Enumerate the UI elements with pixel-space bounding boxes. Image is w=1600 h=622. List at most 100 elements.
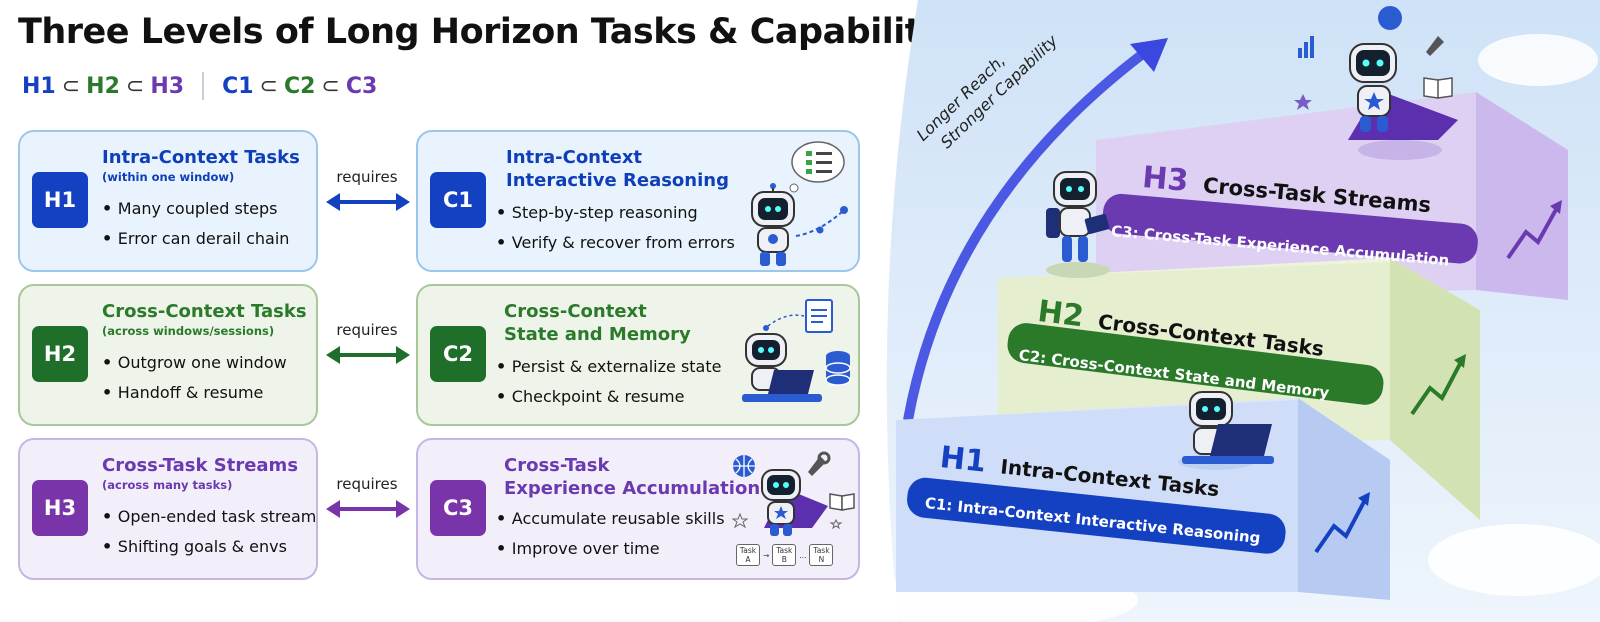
robot-thinking-icon: [751, 141, 848, 266]
legend-c3: C3: [345, 73, 378, 99]
task-chip-label: Task: [776, 546, 793, 555]
legend-h3: H3: [150, 73, 185, 99]
cap-title-c1-line2: Interactive Reasoning: [506, 170, 729, 191]
task-chip-letter: N: [818, 555, 825, 564]
task-subtitle-h2: (across windows/sessions): [102, 324, 275, 338]
relation-label: requires: [336, 168, 398, 186]
hierarchy-legend: H1 ⊂ H2 ⊂ H3 C1 ⊂ C2 ⊂ C3: [22, 72, 377, 100]
task-bullets-h1: Many coupled steps Error can derail chai…: [102, 194, 290, 254]
robot-top-icon: [1294, 6, 1458, 160]
arrow-head-icon: [1130, 38, 1168, 72]
arrow-right-icon: →: [763, 550, 770, 560]
robot-cape-icon: [731, 451, 855, 536]
trend-arrow-icon: [1410, 359, 1464, 416]
robot-laptop-icon: [742, 299, 851, 402]
staircase-illustration: [878, 0, 1600, 622]
relation-label: requires: [336, 475, 398, 493]
badge-h3: H3: [32, 480, 88, 536]
capability-card-c3: C3 Cross-Task Experience Accumulation Ac…: [416, 438, 860, 580]
pill-bg: [1007, 323, 1384, 405]
legend-divider: [202, 72, 205, 100]
task-subtitle-h1: (within one window): [102, 170, 235, 184]
task-card-h2: H2 Cross-Context Tasks (across windows/s…: [18, 284, 318, 426]
cap-bullets-c1: Step-by-step reasoning Verify & recover …: [496, 198, 735, 258]
task-bullets-h2: Outgrow one window Handoff & resume: [102, 348, 287, 408]
bullet: Step-by-step reasoning: [496, 198, 735, 228]
cap-bullets-c3: Accumulate reusable skills Improve over …: [496, 504, 725, 564]
trend-arrow-icon: [1314, 497, 1368, 554]
trend-arrow-head-icon: [1550, 200, 1562, 214]
task-title-h2: Cross-Context Tasks: [102, 301, 307, 322]
legend-c1: C1: [222, 73, 254, 99]
relation-label: requires: [336, 321, 398, 339]
task-chip-label: Task: [739, 546, 757, 555]
badge-h1: H1: [32, 172, 88, 228]
task-bullets-h3: Open-ended task stream Shifting goals & …: [102, 502, 317, 562]
double-arrow-icon: [326, 500, 410, 518]
step-side-h1: [1298, 398, 1390, 600]
task-title-h3: Cross-Task Streams: [102, 455, 299, 476]
capability-pill-c3: [1102, 193, 1478, 264]
capability-card-c2: C2 Cross-Context State and Memory Persis…: [416, 284, 860, 426]
task-title-h1: Intra-Context Tasks: [102, 147, 300, 168]
badge-c3: C3: [430, 480, 486, 536]
capability-card-c1: C1 Intra-Context Interactive Reasoning S…: [416, 130, 860, 272]
cap-title-c3-line1: Cross-Task: [504, 455, 610, 476]
subset-symbol: ⊂: [321, 73, 340, 99]
bullet: Improve over time: [496, 534, 725, 564]
page-title: Three Levels of Long Horizon Tasks & Cap…: [18, 12, 977, 52]
cap-title-c2-line1: Cross-Context: [504, 301, 647, 322]
cloud: [1428, 524, 1600, 596]
task-chip-letter: A: [745, 555, 751, 564]
bullet: Outgrow one window: [102, 348, 287, 378]
subset-symbol: ⊂: [61, 73, 81, 99]
cap-title-c1-line1: Intra-Context: [506, 147, 643, 168]
cloud: [1478, 34, 1598, 86]
legend-h1: H1: [22, 73, 56, 99]
subset-symbol: ⊂: [259, 73, 278, 99]
robot-laptop-stair-icon: [1178, 391, 1274, 470]
bullet: Error can derail chain: [102, 224, 290, 254]
double-arrow-icon: [326, 346, 410, 364]
step-side-h3: [1476, 92, 1568, 300]
bullet: Handoff & resume: [102, 378, 287, 408]
cap-bullets-c2: Persist & externalize state Checkpoint &…: [496, 352, 722, 412]
pill-bg: [1102, 193, 1478, 264]
task-chip-letter: B: [781, 555, 787, 564]
subset-symbol: ⊂: [125, 73, 145, 99]
growth-arrow-icon: [903, 46, 1152, 421]
trend-arrow-head-icon: [1358, 492, 1370, 506]
step-level-h3: H3: [1140, 160, 1190, 199]
pill-bg: [907, 477, 1286, 554]
cap-title-c2-line2: State and Memory: [504, 324, 691, 345]
badge-c1: C1: [430, 172, 486, 228]
task-card-h3: H3 Cross-Task Streams (across many tasks…: [18, 438, 318, 580]
bullet: Persist & externalize state: [496, 352, 722, 382]
robot-tablet-icon: [1046, 171, 1110, 278]
task-subtitle-h3: (across many tasks): [102, 478, 233, 492]
step-side-h2: [1390, 258, 1480, 520]
badge-h2: H2: [32, 326, 88, 382]
trend-arrow-head-icon: [1454, 354, 1466, 368]
bullet: Accumulate reusable skills: [496, 504, 725, 534]
capability-pill-c2: [1007, 323, 1384, 405]
badge-c2: C2: [430, 326, 486, 382]
ellipsis: ...: [799, 550, 807, 560]
double-arrow-icon: [326, 193, 410, 211]
trend-arrow-icon: [1506, 205, 1560, 260]
capability-pill-c1: [907, 477, 1286, 554]
cap-title-c3-line2: Experience Accumulation: [504, 478, 761, 499]
bullet: Open-ended task stream: [102, 502, 317, 532]
legend-h2: H2: [86, 73, 120, 99]
task-chip-label: Task: [813, 546, 830, 555]
legend-c2: C2: [283, 73, 316, 99]
step-level-h1: H1: [938, 440, 988, 480]
bullet: Many coupled steps: [102, 194, 289, 224]
task-card-h1: H1 Intra-Context Tasks (within one windo…: [18, 130, 318, 272]
step-level-h2: H2: [1035, 294, 1086, 335]
bullet: Verify & recover from errors: [496, 228, 735, 258]
bullet: Checkpoint & resume: [496, 382, 721, 412]
